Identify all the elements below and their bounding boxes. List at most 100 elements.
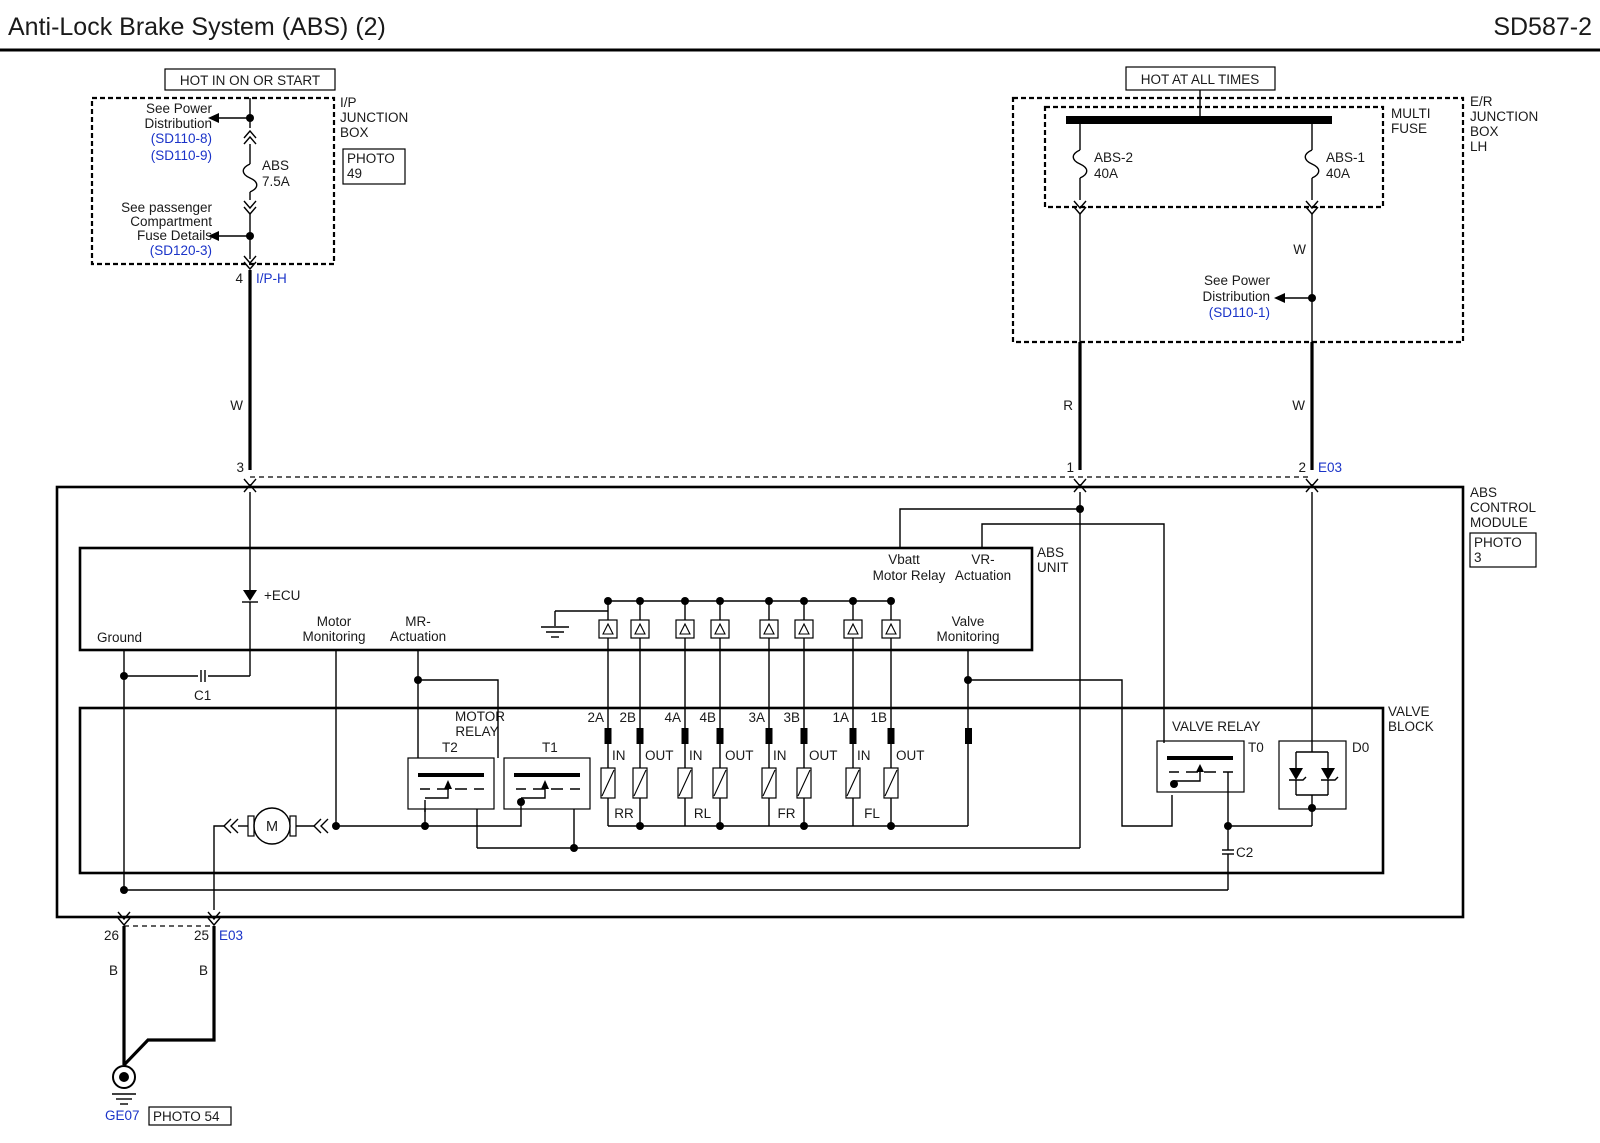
er-wire-w-label: W (1293, 242, 1306, 257)
ip-photo-1: PHOTO (347, 151, 395, 166)
multi-fuse-frame (1043, 105, 1385, 209)
module-name-3: MODULE (1470, 515, 1528, 530)
valve-drivers (598, 597, 901, 639)
ground-label: Ground (97, 630, 142, 645)
motor-relay-1: MOTOR (455, 709, 505, 724)
motor-monitoring-2: Monitoring (302, 629, 365, 644)
valve-rl-out-pin (716, 728, 724, 744)
ground-photo: PHOTO 54 (153, 1109, 220, 1124)
module-photo-1: PHOTO (1474, 535, 1522, 550)
multi-fuse-2: FUSE (1391, 121, 1427, 136)
ip-fuse-name: ABS (262, 158, 289, 173)
ip-power-ref-code-1[interactable]: (SD110-8) (151, 131, 212, 146)
pin-1: 1 (1066, 460, 1074, 475)
ground-code[interactable]: GE07 (105, 1108, 140, 1123)
ip-supply-label: HOT IN ON OR START (180, 73, 320, 88)
valve-fl-a-label: 1A (832, 710, 849, 725)
ip-connector-top-icon (243, 129, 257, 145)
pin-25: 25 (194, 928, 209, 943)
er-power-ref-1: See Power (1204, 273, 1271, 288)
wire-b-25 (122, 926, 216, 1067)
valve-relay-t0: T0 (1248, 740, 1264, 755)
pin1-connector-icon (1073, 478, 1087, 493)
abs1-fuse-icon (1304, 149, 1320, 179)
ip-fuse-rating: 7.5A (262, 174, 290, 189)
er-name-4: LH (1470, 139, 1487, 154)
ip-junction-box-frame (90, 96, 336, 266)
ip-abs-fuse-icon (242, 163, 258, 193)
abs-unit-2: UNIT (1037, 560, 1069, 575)
valve-rl-out-label: OUT (725, 748, 754, 763)
motor-monitoring-1: Motor (317, 614, 352, 629)
valve-fr-a-label: 3A (748, 710, 765, 725)
pin25-connector-icon (207, 911, 221, 927)
header: Anti-Lock Brake System (ABS) (2) SD587-2 (0, 13, 1600, 52)
wire-w-left-label: W (230, 398, 243, 413)
ip-power-ref-code-2[interactable]: (SD110-9) (151, 148, 212, 163)
valve-monitoring-2: Monitoring (936, 629, 999, 644)
er-power-ref-2: Distribution (1202, 289, 1270, 304)
valve-rl-b-label: 4B (699, 710, 716, 725)
wire-r-label: R (1063, 398, 1073, 413)
er-junction-box: HOT AT ALL TIMES MULTI FUSE E/R JUNCTION… (1011, 66, 1538, 344)
ip-supply-label-box (164, 68, 336, 91)
ecu-label: +ECU (264, 588, 300, 603)
valve-rl-a-label: 4A (664, 710, 681, 725)
er-power-ref-arrow-icon (1274, 293, 1285, 303)
abs-unit-frame (78, 546, 1034, 652)
page-title: Anti-Lock Brake System (ABS) (2) (8, 13, 386, 41)
module-name-1: ABS (1470, 485, 1497, 500)
module-photo-box (1469, 532, 1537, 568)
driver-rl-in-icon (675, 619, 695, 639)
pin-3: 3 (236, 460, 244, 475)
valve-rr-out-pin (636, 728, 644, 744)
abs-control-module-frame (55, 485, 1465, 919)
valve-relay-frame (1156, 740, 1245, 793)
ip-name-3: BOX (340, 125, 369, 140)
er-name-3: BOX (1470, 124, 1499, 139)
connector-e03-bottom[interactable]: E03 (219, 928, 243, 943)
connector-e03-top[interactable]: E03 (1318, 460, 1342, 475)
ip-passenger-ref-code[interactable]: (SD120-3) (150, 243, 212, 258)
valve-fl-out-label: OUT (896, 748, 925, 763)
valve-fl-wheel-label: FL (864, 806, 880, 821)
er-supply-label: HOT AT ALL TIMES (1141, 72, 1260, 87)
mr-actuation-2: Actuation (390, 629, 446, 644)
ip-junction-box: HOT IN ON OR START I/P JUNCTION BOX PHOT… (90, 68, 408, 286)
valve-fr-in-label: IN (773, 748, 787, 763)
abs2-fuse-icon (1072, 149, 1088, 179)
er-name-2: JUNCTION (1470, 109, 1538, 124)
valve-fr-out-label: OUT (809, 748, 838, 763)
wire-w-right-label: W (1292, 398, 1305, 413)
valve-fl-in-label: IN (857, 748, 871, 763)
abs2-fuse-name: ABS-2 (1094, 150, 1133, 165)
driver-rr-out-icon (630, 619, 650, 639)
diode-d0-a-icon (1289, 768, 1303, 780)
valve-rr-in-pin (604, 728, 612, 744)
driver-fl-in-icon (843, 619, 863, 639)
motor-connector-left-icon (223, 818, 239, 834)
valve-fr-b-label: 3B (783, 710, 800, 725)
driver-fl-out-icon (881, 619, 901, 639)
valve-rr-out-label: OUT (645, 748, 674, 763)
driver-fr-out-icon (794, 619, 814, 639)
abs-unit-1: ABS (1037, 545, 1064, 560)
valve-block-frame (78, 706, 1385, 875)
valve-fr-wheel-label: FR (778, 806, 796, 821)
ip-power-ref-arrow-icon (208, 113, 219, 123)
driver-rl-out-icon (710, 619, 730, 639)
abs-control-module: ABS CONTROL MODULE PHOTO 3 ABS UNIT +ECU… (55, 478, 1537, 919)
ip-passenger-ref-1: See passenger (121, 200, 212, 215)
valve-block-2: BLOCK (1388, 719, 1434, 734)
c2-label: C2 (1236, 845, 1253, 860)
er-power-ref-code[interactable]: (SD110-1) (1209, 305, 1270, 320)
ground-photo-box (148, 1106, 232, 1126)
ip-photo-2: 49 (347, 166, 362, 181)
ip-pin-connector-icon (243, 255, 257, 271)
vr-label-2: Actuation (955, 568, 1011, 583)
ip-connector-code[interactable]: I/P-H (256, 271, 287, 286)
relay-t1-frame (503, 757, 591, 810)
diode-d0-label: D0 (1352, 740, 1369, 755)
page-code: SD587-2 (1493, 13, 1592, 41)
